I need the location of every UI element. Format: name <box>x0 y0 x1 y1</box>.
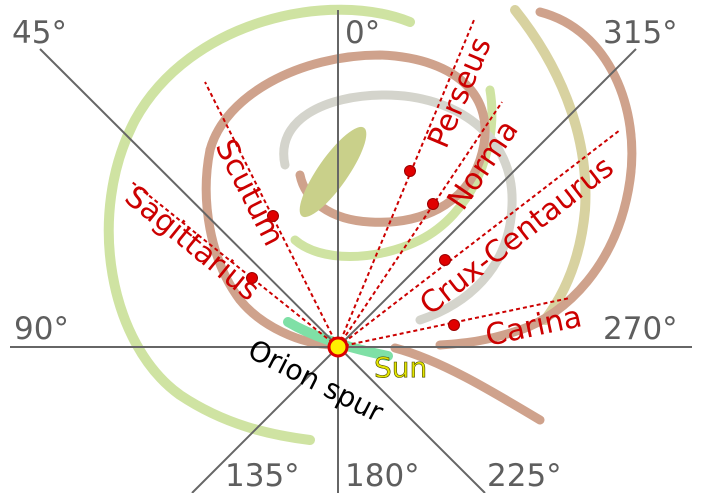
label-crux-centaurus: Crux-Centaurus <box>413 150 620 323</box>
label-45-deg: 45° <box>12 15 67 51</box>
label-sun: Sun <box>374 351 427 384</box>
label-270-deg: 270° <box>603 311 678 347</box>
tangent-perseus <box>337 19 475 348</box>
outer-arm-olive <box>510 5 591 325</box>
label-scutum: Scutum <box>208 134 291 252</box>
tangent-norma <box>337 101 503 348</box>
label-carina: Carina <box>482 299 585 353</box>
tangent-point-carina <box>448 319 460 331</box>
spiral-arms <box>103 4 637 445</box>
axis-45-225 <box>39 48 486 493</box>
sun-marker <box>327 336 349 358</box>
brown-arm-outer <box>201 7 637 350</box>
label-225-deg: 225° <box>487 458 562 493</box>
label-315-deg: 315° <box>603 15 678 51</box>
label-0-deg: 0° <box>345 15 380 51</box>
grey-arm <box>279 90 517 325</box>
outer-arm-green <box>103 4 415 445</box>
brown-arm-lower <box>390 343 545 425</box>
galactic-bar <box>299 126 367 218</box>
longitude-lines <box>10 10 692 493</box>
label-135-deg: 135° <box>225 458 300 493</box>
tangent-carina <box>337 297 571 348</box>
axis-315-135 <box>191 48 637 493</box>
orion-spur-band <box>283 317 393 361</box>
label-180-deg: 180° <box>345 458 420 493</box>
tangent-point-norma <box>427 198 439 210</box>
tangent-points <box>246 165 460 331</box>
tangent-point-scutum <box>267 210 279 222</box>
tangent-sagittarius <box>131 181 339 348</box>
tangent-point-sagittarius <box>246 272 258 284</box>
tangent-crux-centaurus <box>337 129 621 348</box>
tangent-point-crux-centaurus <box>439 254 451 266</box>
brown-arm-inner <box>205 50 490 227</box>
label-90-deg: 90° <box>14 311 69 347</box>
tangent-point-perseus <box>404 165 416 177</box>
tangent-lines <box>131 19 621 348</box>
